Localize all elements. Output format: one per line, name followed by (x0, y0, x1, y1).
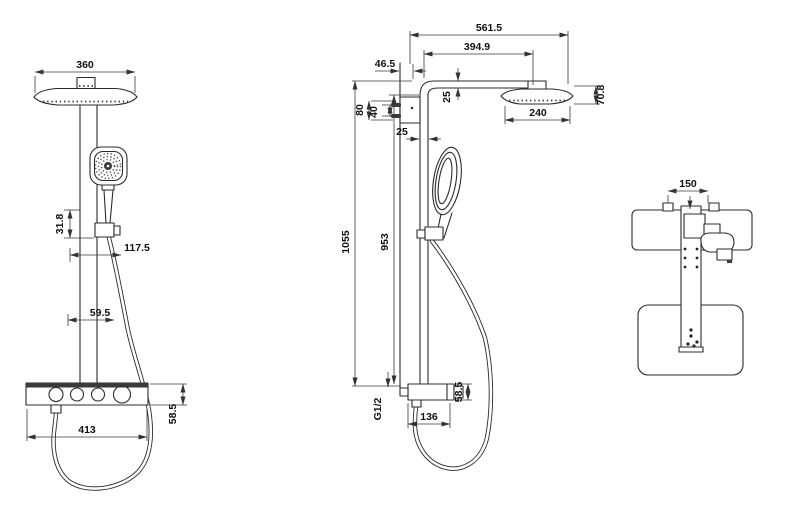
dim-panel-height-front-label: 58.5 (167, 404, 179, 425)
dim-arm-tube: 25 (441, 68, 461, 103)
dim-hand-shower-reach: 117.5 (69, 242, 150, 262)
dim-head-width-label: 360 (76, 59, 94, 71)
panel-knob (112, 385, 132, 404)
diverter-body-top (683, 213, 706, 239)
control-panel-front (25, 382, 149, 414)
dim-arm-reach-label: 394.9 (464, 41, 490, 53)
dim-column-height-label: 953 (379, 233, 391, 251)
dim-head-diameter: 240 (504, 106, 571, 124)
hand-shower-holder-side (424, 226, 444, 241)
dim-inlet-thread-label: G1/2 (372, 397, 384, 420)
overhead-shower-front (33, 76, 138, 106)
hose-outlet-fitting (50, 404, 62, 414)
valve-body-side (399, 383, 464, 408)
water-inlet (399, 387, 409, 397)
dim-wall-to-bend: 46.5 (375, 58, 426, 79)
dim-column-offset: 59.5 (67, 307, 115, 326)
dim-inlet-thread: G1/2 (372, 372, 391, 420)
head-connector-side (527, 80, 547, 91)
dim-head-width: 360 (34, 59, 136, 93)
dim-panel-width-label: 413 (78, 424, 96, 436)
dim-panel-height-front: 58.5 (150, 383, 187, 425)
dim-head-thickness-label: 70.8 (595, 85, 607, 106)
shower-hose-front (51, 235, 154, 491)
column-end-cap (678, 346, 704, 353)
dim-overall-reach: 561.5 (409, 22, 569, 84)
hand-shower-top (700, 223, 735, 263)
dim-arm-reach: 394.9 (423, 41, 534, 85)
top-view: 150 (631, 178, 753, 376)
dim-bracket-screw-inner-label: 40 (368, 106, 380, 118)
dim-head-diameter-label: 240 (529, 107, 547, 119)
hand-shower-side (416, 146, 462, 241)
hand-shower-holder (94, 222, 115, 238)
hand-shower-front (89, 146, 128, 238)
dim-hand-shower-reach-label: 117.5 (124, 242, 150, 254)
hose-outlet-fitting-side (411, 399, 422, 408)
panel-knob (48, 386, 64, 403)
dim-column-width-label: 25 (396, 126, 408, 138)
panel-knob (69, 387, 85, 402)
dim-inlet-spacing-label: 150 (679, 178, 697, 190)
dim-hand-shower-offset-label: 31.8 (54, 214, 66, 235)
dim-valve-width: 136 (407, 403, 451, 428)
dim-hand-shower-offset: 31.8 (54, 209, 94, 239)
dim-panel-width: 413 (26, 409, 148, 441)
dim-wall-to-bend-label: 46.5 (375, 58, 396, 70)
dim-overall-height-label: 1055 (340, 230, 352, 254)
dim-valve-width-label: 136 (420, 411, 438, 423)
dim-bracket-screw-outer: 80 (354, 100, 393, 121)
dim-arm-tube-label: 25 (441, 91, 453, 103)
shower-hose-side (412, 238, 494, 471)
side-view: 561.5 394.9 46.5 25 80 (340, 22, 607, 471)
dim-valve-height: 58.5 (453, 382, 472, 403)
dim-column-offset-label: 59.5 (90, 307, 111, 319)
dim-bracket-screw-outer-label: 80 (354, 104, 366, 116)
dim-inlet-spacing: 150 (667, 178, 709, 210)
dim-overall-height: 1055 (340, 80, 412, 387)
inlet-connector (708, 202, 720, 212)
dim-head-thickness: 70.8 (574, 85, 607, 106)
inlet-connector (662, 202, 674, 212)
overhead-shower-side (500, 80, 574, 105)
dim-overall-reach-label: 561.5 (476, 22, 502, 34)
panel-knob (90, 387, 106, 402)
dim-column-width: 25 (396, 126, 441, 142)
front-view: 360 31.8 117.5 59.5 413 58.5 (25, 59, 187, 491)
wall-bracket-side (391, 96, 421, 124)
dim-column-height: 953 (379, 94, 419, 385)
column-detail-dots (683, 247, 699, 348)
dim-valve-height-label: 58.5 (453, 382, 465, 403)
shower-column-front (79, 104, 98, 384)
panel-top-band (26, 383, 148, 388)
